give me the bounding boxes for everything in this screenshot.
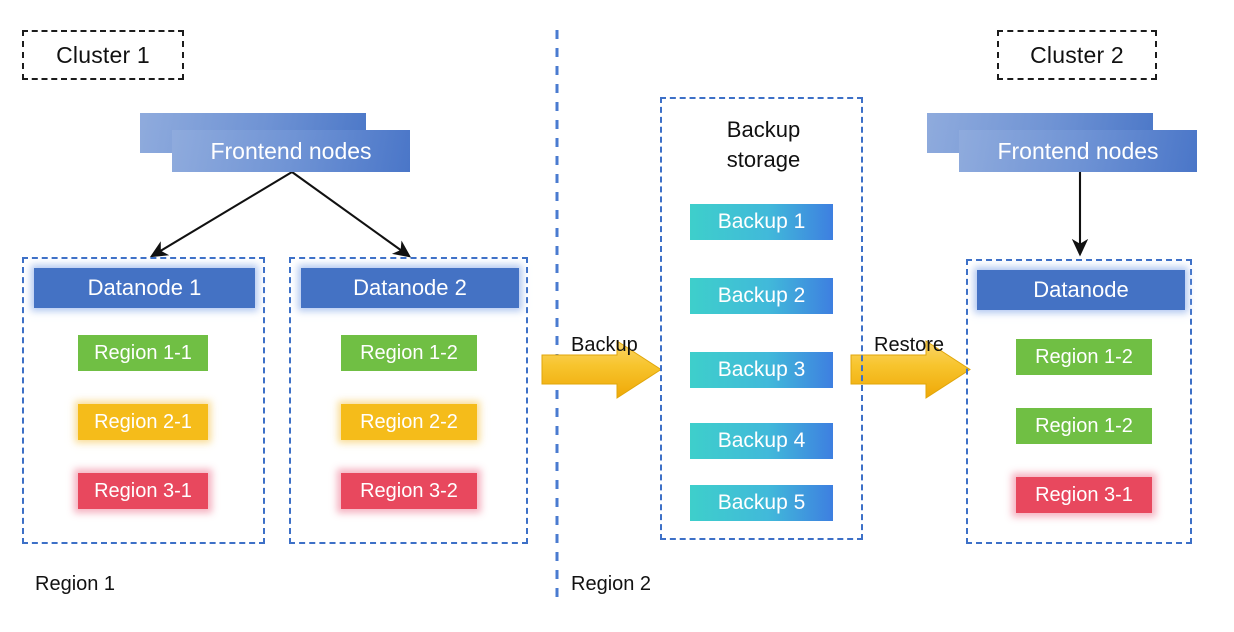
cluster-chip-left-label: Cluster 1 — [56, 41, 150, 68]
region-chip-1-2-label: Region 1-2 — [360, 341, 458, 364]
region-chip-right-1-label: Region 1-2 — [1035, 345, 1133, 368]
region-chip-2-2-label: Region 2-2 — [360, 410, 458, 433]
region-chip-2-2[interactable]: Region 2-2 — [341, 404, 477, 440]
backup-chip-1-label: Backup 1 — [717, 210, 806, 233]
cluster-chip-right-label: Cluster 2 — [1030, 41, 1124, 68]
datanode-group-1: Datanode 1 Region 1-1 Region 2-1 Region … — [22, 257, 265, 544]
region-chip-1-2[interactable]: Region 1-2 — [341, 335, 477, 371]
region-chip-1-1[interactable]: Region 1-1 — [78, 335, 208, 371]
datanode-2-header[interactable]: Datanode 2 — [301, 268, 519, 308]
datanode-group-right: Datanode Region 1-2 Region 1-2 Region 3-… — [966, 259, 1192, 544]
backup-chip-5[interactable]: Backup 5 — [690, 485, 833, 521]
datanode-right-title: Datanode — [1033, 277, 1129, 302]
backup-storage-title-line-1: Backup — [726, 117, 801, 142]
region-chip-right-1[interactable]: Region 1-2 — [1016, 339, 1152, 375]
region-chip-2-1[interactable]: Region 2-1 — [78, 404, 208, 440]
region-chip-3-2[interactable]: Region 3-2 — [341, 473, 477, 509]
datanode-2-title: Datanode 2 — [353, 275, 467, 300]
region-chip-right-2[interactable]: Region 1-2 — [1016, 408, 1152, 444]
region-chip-right-3[interactable]: Region 3-1 — [1016, 477, 1152, 513]
region-footer-2: Region 2 — [571, 573, 651, 596]
backup-flow-label: Backup — [571, 334, 638, 357]
region-chip-3-1[interactable]: Region 3-1 — [78, 473, 208, 509]
frontend-nodes-right-card[interactable]: Frontend nodes — [959, 130, 1197, 172]
backup-chip-4[interactable]: Backup 4 — [690, 423, 833, 459]
region-footer-1-label: Region 1 — [35, 573, 116, 595]
datanode-1-header[interactable]: Datanode 1 — [34, 268, 255, 308]
backup-flow-label-text: Backup — [571, 334, 638, 356]
backup-chip-5-label: Backup 5 — [717, 491, 806, 514]
region-chip-right-3-label: Region 3-1 — [1035, 483, 1133, 506]
backup-chip-2-label: Backup 2 — [717, 284, 806, 307]
region-chip-1-1-label: Region 1-1 — [94, 341, 192, 364]
backup-storage-title: Backup storage — [662, 115, 865, 175]
datanode-group-2: Datanode 2 Region 1-2 Region 2-2 Region … — [289, 257, 528, 544]
region-chip-2-1-label: Region 2-1 — [94, 410, 192, 433]
datanode-right-header[interactable]: Datanode — [977, 270, 1185, 310]
backup-chip-3-label: Backup 3 — [717, 358, 806, 381]
region-footer-1: Region 1 — [35, 573, 115, 596]
frontend-nodes-left-card[interactable]: Frontend nodes — [172, 130, 410, 172]
backup-chip-1[interactable]: Backup 1 — [690, 204, 833, 240]
frontend-to-datanode-1-arrow — [149, 171, 293, 258]
region-chip-3-2-label: Region 3-2 — [360, 479, 458, 502]
frontend-nodes-left-label: Frontend nodes — [210, 137, 372, 164]
backup-chip-3[interactable]: Backup 3 — [690, 352, 833, 388]
backup-chip-4-label: Backup 4 — [717, 429, 806, 452]
frontend-nodes-right[interactable]: Frontend nodes — [927, 113, 1199, 173]
region-chip-3-1-label: Region 3-1 — [94, 479, 192, 502]
cluster-chip-left: Cluster 1 — [22, 30, 184, 80]
backup-chip-2[interactable]: Backup 2 — [690, 278, 833, 314]
restore-flow-label: Restore — [874, 334, 944, 357]
datanode-1-title: Datanode 1 — [87, 275, 202, 300]
backup-storage-title-line-2: storage — [726, 147, 801, 172]
backup-storage-group: Backup storage Backup 1 Backup 2 Backup … — [660, 97, 863, 540]
frontend-to-datanode-2-arrow — [291, 171, 412, 258]
region-chip-right-2-label: Region 1-2 — [1035, 414, 1133, 437]
region-footer-2-label: Region 2 — [571, 573, 652, 595]
frontend-nodes-left[interactable]: Frontend nodes — [140, 113, 412, 173]
cluster-chip-right: Cluster 2 — [997, 30, 1157, 80]
restore-flow-label-text: Restore — [874, 334, 945, 356]
frontend-nodes-right-label: Frontend nodes — [997, 137, 1159, 164]
